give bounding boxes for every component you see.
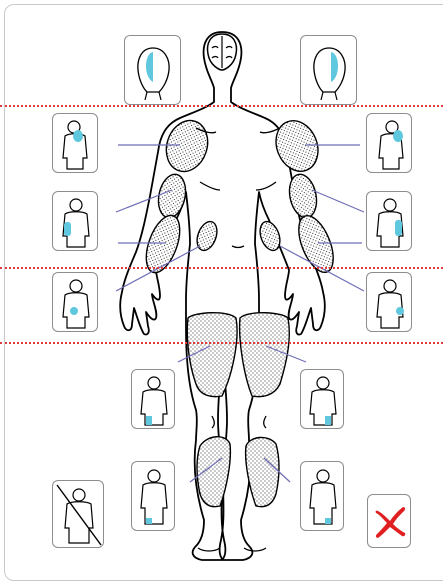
thumb-upper-arm-right[interactable]: [366, 191, 412, 251]
upper-arm-left-icon: [53, 192, 99, 252]
thumb-forearm-left[interactable]: [52, 272, 98, 332]
thumb-thigh-left[interactable]: [131, 369, 175, 429]
thumb-head-left[interactable]: [124, 35, 181, 105]
thumb-upper-arm-left[interactable]: [52, 191, 98, 251]
separator-top: [0, 105, 443, 107]
forearm-right-icon: [367, 273, 413, 333]
thumb-calf-right[interactable]: [300, 461, 344, 531]
forearm-left-icon: [53, 273, 99, 333]
shoulder-left-icon: [53, 114, 99, 174]
head-left-icon: [125, 36, 182, 106]
shoulder-right-icon: [367, 114, 413, 174]
head-right-icon: [301, 36, 358, 106]
thumb-shoulder-right[interactable]: [366, 113, 412, 173]
thumb-none[interactable]: [52, 480, 104, 548]
calf-right-icon: [301, 462, 345, 532]
thumb-forearm-right[interactable]: [366, 272, 412, 332]
separator-bottom: [0, 342, 443, 344]
close-button[interactable]: [367, 494, 411, 548]
thumb-head-right[interactable]: [300, 35, 357, 105]
thumb-thigh-right[interactable]: [300, 369, 344, 429]
separator-middle: [0, 267, 443, 269]
calf-left-icon: [132, 462, 176, 532]
thigh-right-icon: [301, 370, 345, 430]
person-crossed-icon: [53, 481, 105, 549]
zone-calf-right: [246, 437, 279, 506]
thigh-left-icon: [132, 370, 176, 430]
thumb-calf-left[interactable]: [131, 461, 175, 531]
close-x-icon: [368, 495, 412, 549]
upper-arm-right-icon: [367, 192, 413, 252]
thumb-shoulder-left[interactable]: [52, 113, 98, 173]
